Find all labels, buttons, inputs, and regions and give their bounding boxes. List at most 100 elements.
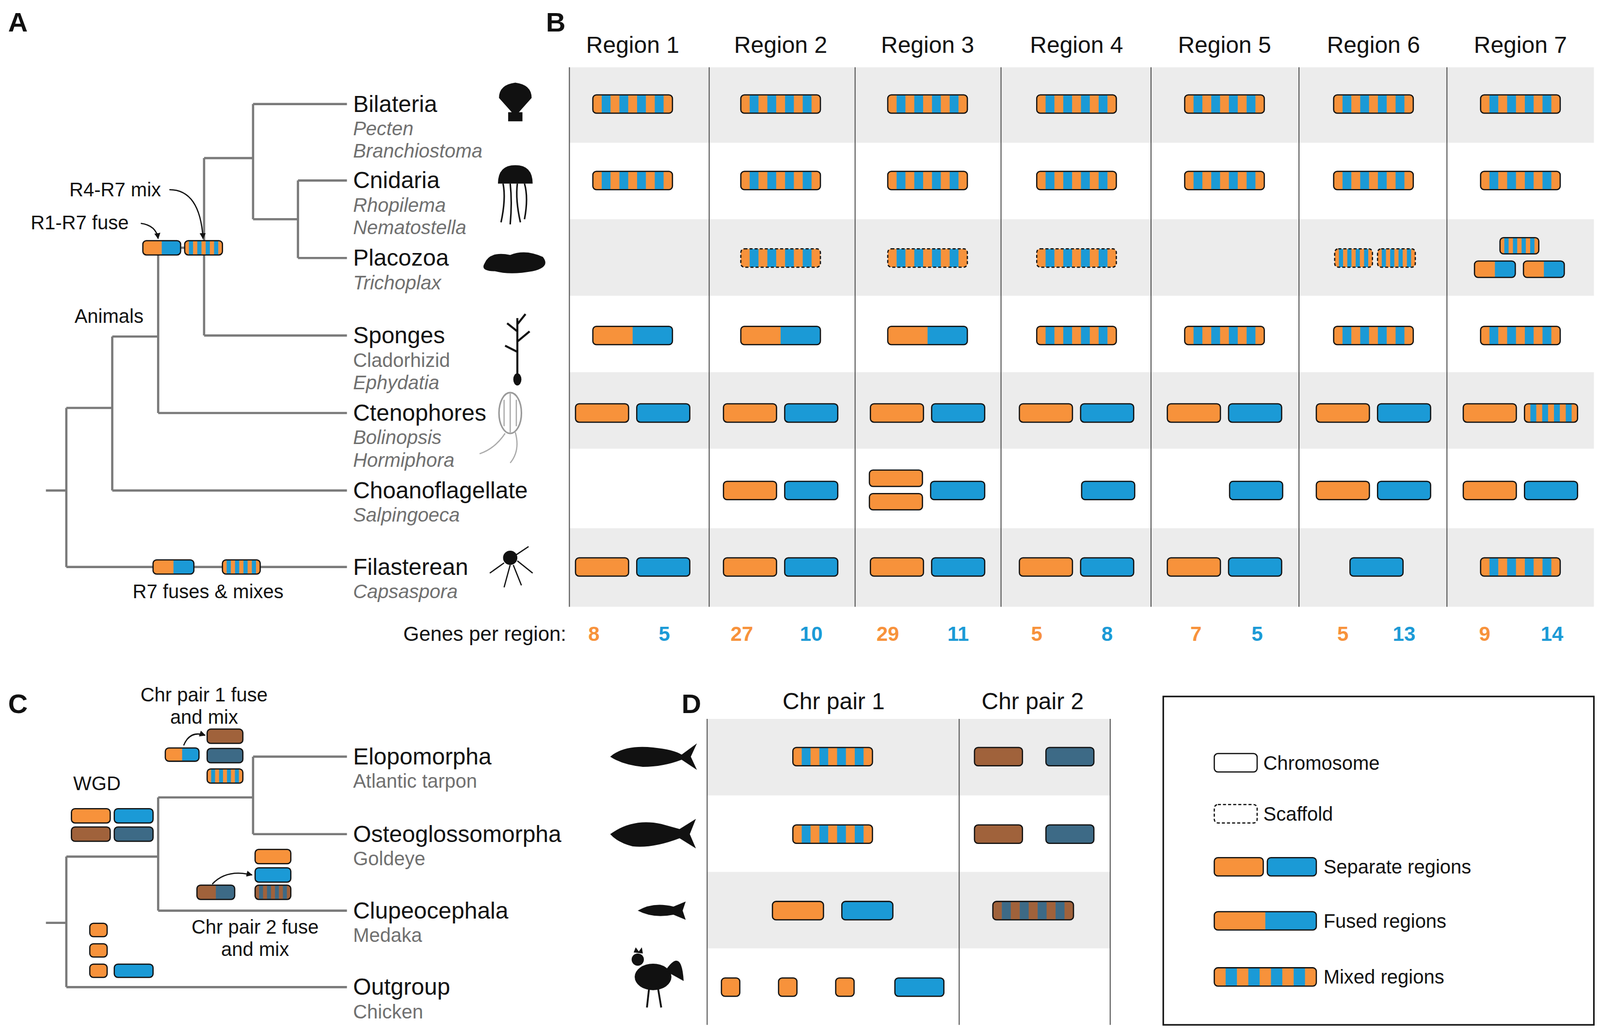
- chromosome-part: [949, 248, 960, 268]
- chromosome: [1036, 326, 1117, 345]
- chromosome-part: [230, 768, 236, 784]
- chicken-legs: [646, 989, 661, 1008]
- chromosome-part: [1267, 857, 1317, 877]
- chromosome-part: [1533, 326, 1543, 345]
- chromosome: [1019, 558, 1072, 577]
- chromosome-fill: [1480, 95, 1561, 114]
- chromosome-outline: [1480, 558, 1561, 577]
- chromosome-part: [575, 558, 629, 577]
- chromosome-part: [811, 248, 821, 268]
- chromosome-part: [610, 95, 620, 114]
- chromosome-part: [223, 768, 228, 784]
- chromosome-fill: [931, 558, 985, 577]
- chromosome: [1167, 403, 1221, 423]
- chromosome: [1184, 95, 1265, 114]
- chromosome-outline: [184, 240, 223, 255]
- chromosome-part: [1036, 248, 1046, 268]
- chromosome-part: [153, 560, 175, 575]
- chromosome: [931, 558, 985, 577]
- chromosome-part: [723, 481, 777, 500]
- chromosome-part: [1404, 95, 1414, 114]
- chromosome: [1463, 481, 1517, 500]
- chromosome-part: [1506, 171, 1517, 190]
- chromosome-fill: [778, 977, 798, 997]
- chromosome-part: [958, 171, 968, 190]
- chromosome-part: [1045, 171, 1056, 190]
- chromosome-fill: [1036, 248, 1117, 268]
- chromosome-outline: [1334, 248, 1373, 268]
- chromosome: [1377, 248, 1416, 268]
- chromosome: [887, 95, 968, 114]
- chromosome-part: [1394, 248, 1399, 268]
- chromosome-part: [1343, 248, 1348, 268]
- chromosome-part: [1107, 248, 1117, 268]
- chromosome: [207, 768, 243, 784]
- chromosome-fill: [869, 493, 923, 511]
- chromosome-part: [201, 240, 207, 255]
- chromosome-fill: [1523, 261, 1565, 278]
- chromosome-part: [1229, 481, 1283, 500]
- chromosome-part: [802, 171, 813, 190]
- chromosome-part: [1338, 248, 1344, 268]
- chromosome-part: [1377, 403, 1431, 423]
- chromosome-fill: [1316, 481, 1370, 500]
- chromosome-part: [592, 95, 603, 114]
- chromosome: [114, 827, 154, 842]
- chromosome-part: [1463, 403, 1517, 423]
- tree-note: Chr pair 2 fuse and mix: [189, 915, 321, 961]
- chromosome-outline: [71, 827, 111, 842]
- chromosome-part: [784, 248, 795, 268]
- chromosome-outline: [931, 403, 985, 423]
- chromosome-part: [1098, 95, 1108, 114]
- chromosome-part: [772, 901, 824, 921]
- capsaspora-icon: [503, 550, 518, 565]
- chromosome-part: [1536, 403, 1543, 423]
- chromosome-fill: [784, 558, 838, 577]
- row-band: [569, 528, 1594, 608]
- gene-count: 13: [1392, 622, 1416, 646]
- chromosome-part: [282, 885, 288, 900]
- taxon-name: Ctenophores: [352, 399, 487, 427]
- chromosome: [1333, 95, 1414, 114]
- chromosome-part: [1351, 171, 1361, 190]
- chromosome-fill: [740, 326, 821, 345]
- chromosome-outline: [1480, 95, 1561, 114]
- chromosome-part: [89, 964, 108, 978]
- chromosome-part: [723, 558, 777, 577]
- chromosome-part: [1386, 171, 1396, 190]
- chromosome-outline: [1081, 481, 1135, 500]
- chromosome-part: [1046, 901, 1056, 921]
- capsaspora-filaments: [489, 546, 533, 588]
- chromosome-fill: [869, 470, 923, 487]
- chromosome: [89, 923, 108, 937]
- chromosome-part: [1369, 326, 1379, 345]
- chromosome-part: [251, 560, 256, 575]
- chromosome-part: [835, 977, 855, 997]
- chromosome-outline: [887, 248, 968, 268]
- chromosome-part: [792, 747, 802, 767]
- chromosome-part: [923, 95, 933, 114]
- chromosome-outline: [1214, 967, 1316, 987]
- chromosome-part: [740, 248, 751, 268]
- tree-note: R4-R7 mix: [69, 178, 161, 201]
- chromosome-part: [654, 171, 664, 190]
- chromosome-fill: [1019, 403, 1072, 423]
- chromosome-outline: [1214, 804, 1257, 824]
- chromosome-part: [230, 560, 236, 575]
- chromosome-outline: [1524, 403, 1578, 423]
- chromosome-fill: [207, 748, 243, 763]
- chromosome: [1167, 558, 1221, 577]
- chromosome-part: [1211, 95, 1221, 114]
- chromosome-part: [793, 248, 803, 268]
- chromosome-part: [173, 560, 194, 575]
- chromosome-part: [619, 171, 629, 190]
- chromosome-part: [1080, 403, 1134, 423]
- chromosome-part: [1524, 558, 1535, 577]
- chromosome-part: [784, 171, 795, 190]
- chromosome-fill: [841, 901, 893, 921]
- chromosome-part: [243, 560, 248, 575]
- chromosome-part: [896, 171, 906, 190]
- chromosome-part: [114, 964, 154, 978]
- chromosome-outline: [1214, 753, 1257, 773]
- chromosome-part: [1237, 171, 1248, 190]
